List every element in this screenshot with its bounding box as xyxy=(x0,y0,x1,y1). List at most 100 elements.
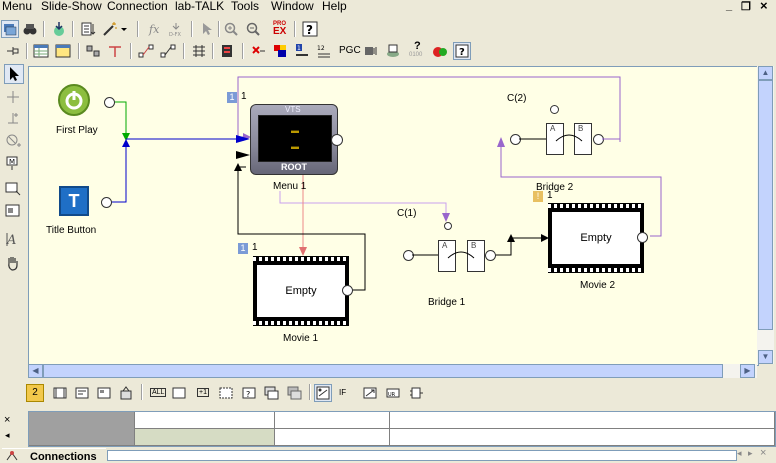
table-view-icon[interactable] xyxy=(32,42,50,60)
jump-icon[interactable] xyxy=(361,384,379,402)
menu-window[interactable]: Window xyxy=(271,0,314,13)
close-button[interactable]: × xyxy=(760,0,768,13)
add-connector-icon[interactable] xyxy=(4,110,24,130)
chevron-down-icon[interactable] xyxy=(118,20,130,38)
movie1-port[interactable] xyxy=(342,285,353,296)
list-sort-icon[interactable] xyxy=(79,20,97,38)
menu-lab-talk[interactable]: lab-TALK xyxy=(175,0,225,13)
speaker-icon[interactable] xyxy=(384,42,402,60)
vertical-scroll-thumb[interactable] xyxy=(758,80,773,330)
menu-slide-show[interactable]: Slide-Show xyxy=(41,0,102,13)
track-one-icon[interactable]: 1 xyxy=(293,42,311,60)
dotted-frame-icon[interactable] xyxy=(217,384,235,402)
help-context-icon[interactable]: ? xyxy=(453,42,471,60)
plug-icon[interactable] xyxy=(407,384,425,402)
menu-menu[interactable]: Menu xyxy=(2,0,33,13)
grid-cell[interactable] xyxy=(275,429,390,446)
title-button-port[interactable] xyxy=(101,197,112,208)
grid-cell[interactable] xyxy=(135,429,275,446)
minimize-button[interactable]: _ xyxy=(726,0,733,12)
tab-scroll-left-icon[interactable]: ◂ xyxy=(737,448,742,458)
zoom-out-icon[interactable] xyxy=(244,20,262,38)
burn-disc-icon[interactable] xyxy=(50,20,68,38)
delete-link-icon[interactable] xyxy=(249,42,267,60)
menu-connection[interactable]: Connection xyxy=(107,0,168,13)
timeline-icon[interactable] xyxy=(218,42,236,60)
binoculars-icon[interactable] xyxy=(21,20,39,38)
scroll-left-button[interactable]: ◀ xyxy=(28,364,43,378)
horizontal-scrollbar[interactable]: ◀ ▶ xyxy=(28,364,757,378)
slide-icon[interactable] xyxy=(95,384,113,402)
frames-stack-icon[interactable] xyxy=(262,384,280,402)
grid-expand-icon[interactable]: ◂ xyxy=(5,430,10,440)
marker-icon[interactable]: M xyxy=(4,154,24,174)
restore-button[interactable]: ❐ xyxy=(741,1,751,13)
tab-close-icon[interactable]: × xyxy=(760,447,767,459)
movie2-port[interactable] xyxy=(637,232,648,243)
join-icon[interactable] xyxy=(106,42,124,60)
grid-cell[interactable] xyxy=(135,412,275,429)
function-icon[interactable]: fx xyxy=(145,20,163,38)
first-play-icon[interactable] xyxy=(58,84,90,116)
movie1-node[interactable]: Empty xyxy=(253,256,349,326)
horizontal-scroll-thumb[interactable] xyxy=(43,364,723,378)
menu-doc-icon[interactable] xyxy=(73,384,91,402)
link-icon[interactable] xyxy=(137,42,155,60)
scroll-down-button[interactable]: ▼ xyxy=(758,350,773,364)
question-frame-icon[interactable]: ? xyxy=(240,384,258,402)
blank-frame-icon[interactable] xyxy=(170,384,188,402)
track-twelve-icon[interactable]: 12 xyxy=(315,42,333,60)
bridge2-port-b[interactable]: B xyxy=(574,123,592,155)
bridge2-port-a[interactable]: A xyxy=(546,123,564,155)
text-tool-icon[interactable]: A xyxy=(4,230,24,250)
first-play-port[interactable] xyxy=(104,97,115,108)
connections-tab[interactable]: Connections xyxy=(2,448,106,463)
add-node-icon[interactable] xyxy=(4,88,24,108)
all-button[interactable]: ALL xyxy=(148,384,168,402)
menu1-node[interactable]: VTS ▬ ▬ ROOT xyxy=(250,104,338,175)
grid-cell[interactable] xyxy=(390,412,775,429)
pointer-cursor-icon[interactable] xyxy=(198,20,216,38)
if-button[interactable]: IF xyxy=(336,384,356,402)
vertical-scrollbar[interactable]: ▲ ▼ xyxy=(757,66,774,364)
help-question-icon[interactable]: ? xyxy=(301,20,319,38)
movie2-node[interactable]: Empty xyxy=(548,203,644,273)
add-frame-icon[interactable] xyxy=(4,180,24,200)
film-icon[interactable] xyxy=(51,384,69,402)
title-button-icon[interactable]: T xyxy=(59,186,89,216)
num-badge-button[interactable]: 2 xyxy=(26,384,44,402)
scroll-right-button[interactable]: ▶ xyxy=(740,364,755,378)
plus-one-button[interactable]: +1 xyxy=(194,384,214,402)
properties-grid[interactable]: × ◂ xyxy=(4,411,776,447)
tab-scroll-right-icon[interactable]: ▸ xyxy=(748,448,753,458)
vts-count-icon[interactable]: ? 0100 xyxy=(409,40,423,58)
project-canvas[interactable]: First Play T Title Button 1 1 VTS ▬ ▬ RO… xyxy=(28,66,759,366)
bridge1-out-port[interactable] xyxy=(485,250,496,261)
layers-icon[interactable] xyxy=(1,20,19,38)
ur-icon[interactable]: UR xyxy=(384,384,402,402)
scroll-up-button[interactable]: ▲ xyxy=(758,66,773,80)
color-blocks-icon[interactable] xyxy=(271,42,289,60)
menu-tools[interactable]: Tools xyxy=(231,0,260,13)
frames-gray-icon[interactable] xyxy=(285,384,303,402)
pgc-button[interactable]: PGC xyxy=(337,42,361,60)
grid-cell[interactable] xyxy=(390,429,775,446)
hand-pan-icon[interactable] xyxy=(4,254,24,274)
magic-wand-icon[interactable] xyxy=(101,20,119,38)
panel-view-icon[interactable] xyxy=(54,42,72,60)
select-arrow-icon[interactable] xyxy=(4,64,24,84)
menu1-port[interactable] xyxy=(331,134,343,146)
audio-icon[interactable] xyxy=(361,42,379,60)
split-icon[interactable] xyxy=(84,42,102,60)
bridge1-port-a[interactable]: A xyxy=(438,240,456,272)
pin-icon[interactable] xyxy=(4,42,22,60)
grid-close-icon[interactable]: × xyxy=(4,414,11,426)
bridge1-port-b[interactable]: B xyxy=(467,240,485,272)
no-entry-icon[interactable] xyxy=(4,132,24,152)
grid-cell[interactable] xyxy=(275,412,390,429)
chapter-icon[interactable] xyxy=(117,384,135,402)
dfx-icon[interactable]: D-FX xyxy=(167,20,185,38)
pro-ex-icon[interactable]: PRO EX xyxy=(270,20,288,38)
image-frame-icon[interactable] xyxy=(4,202,24,222)
toggle-link-icon[interactable] xyxy=(314,384,332,402)
